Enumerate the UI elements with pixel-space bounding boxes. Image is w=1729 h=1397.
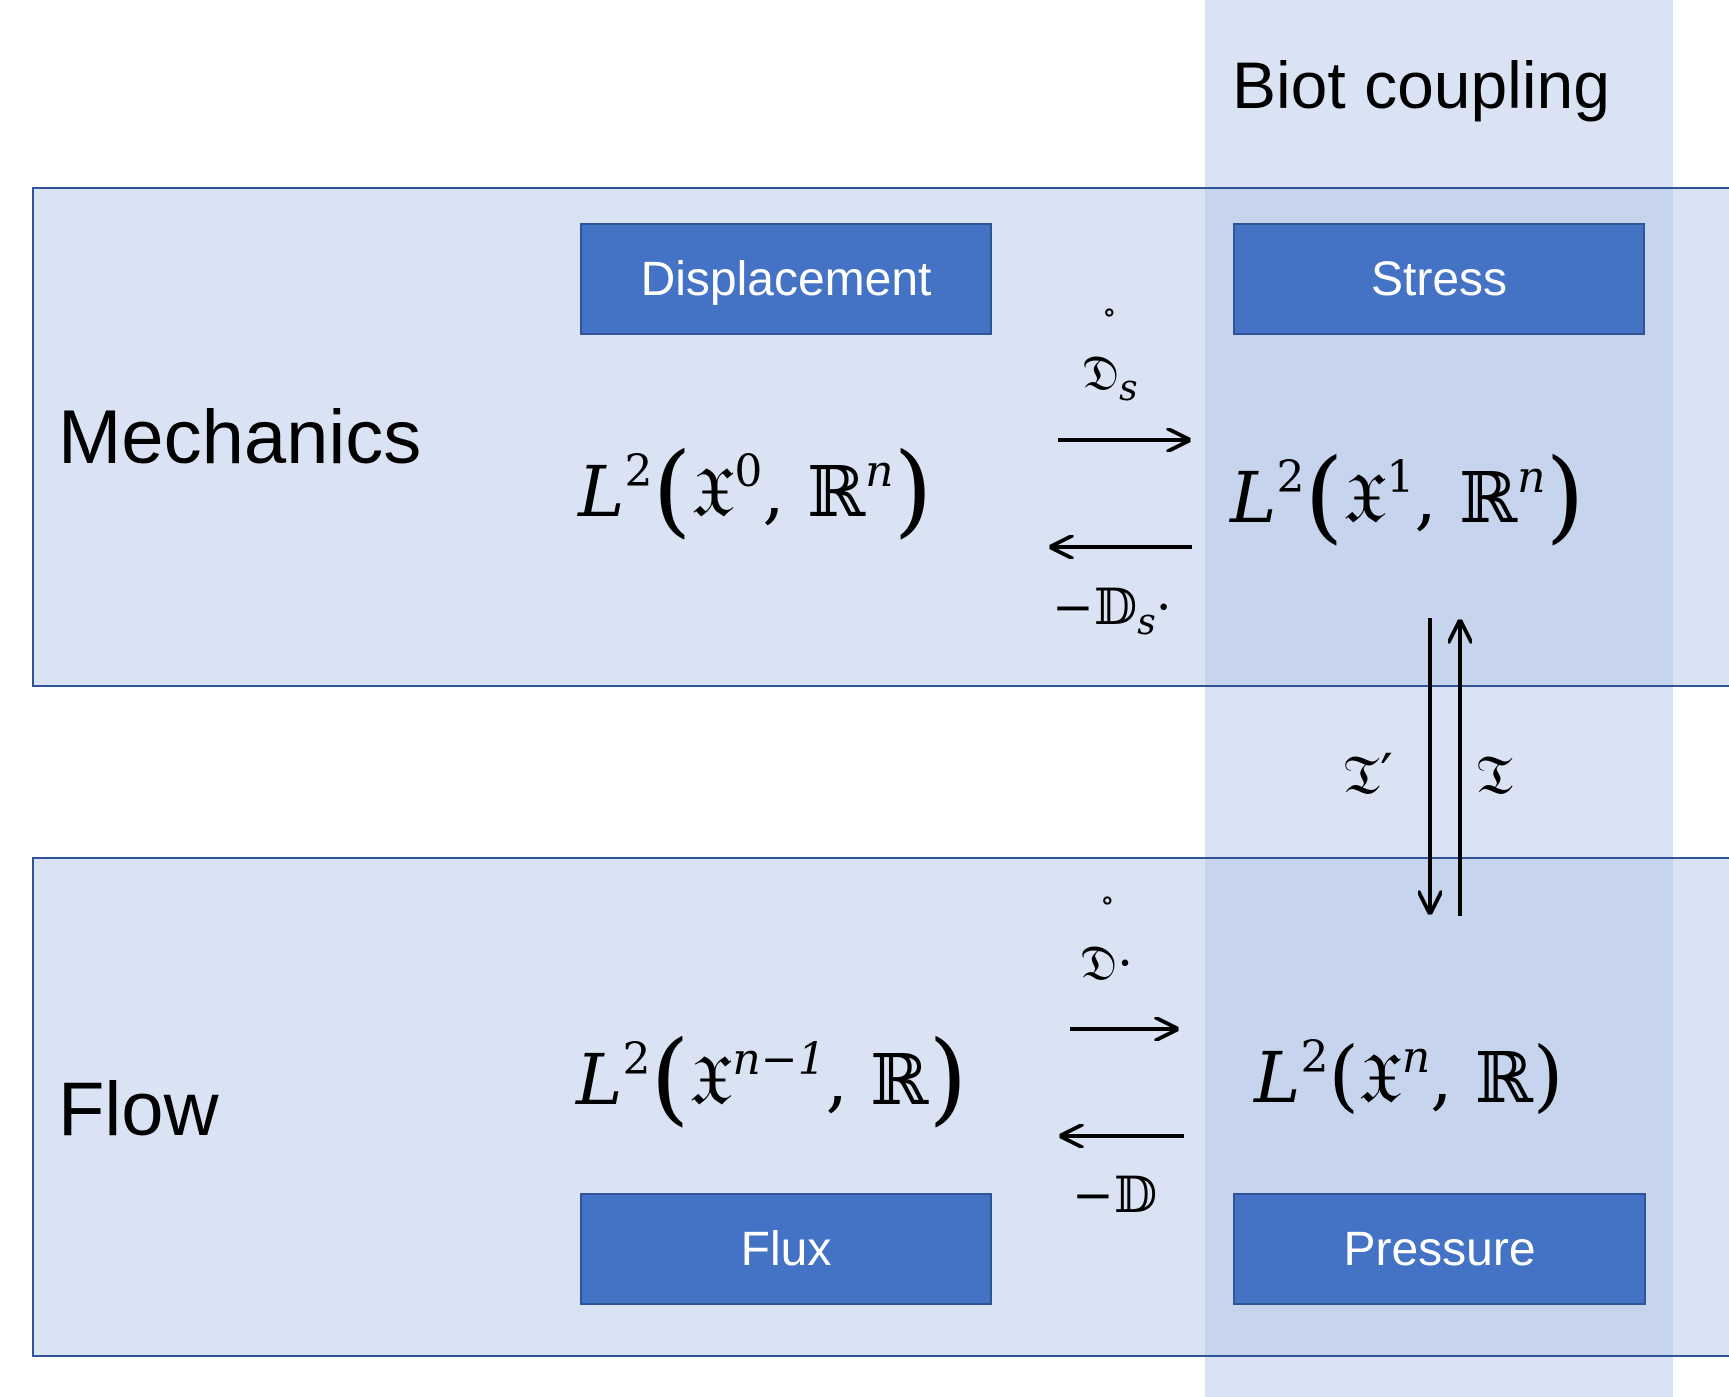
space-field: ℝ: [870, 1039, 929, 1121]
flow-backward-operator: −𝔻: [1072, 1166, 1158, 1224]
space-frak: 𝔛: [691, 451, 735, 533]
space-frak: 𝔛: [1343, 457, 1387, 539]
stress-space: L2(𝔛1, ℝn): [1230, 437, 1585, 554]
space-field: ℝ: [806, 451, 866, 533]
biot-coupling-title: Biot coupling: [1232, 48, 1610, 122]
operator-subscript: s: [1119, 368, 1138, 409]
space-field: ℝ: [1458, 457, 1518, 539]
space-exponent: 2: [624, 446, 653, 497]
coupling-down-operator: 𝔗′: [1343, 743, 1393, 808]
space-degree: 0: [734, 446, 763, 497]
mechanics-label: Mechanics: [58, 395, 422, 480]
space-degree: 1: [1386, 452, 1415, 503]
pressure-space: L2(𝔛n, ℝ): [1254, 1031, 1564, 1121]
stress-box: Stress: [1233, 223, 1645, 335]
flow-forward-operator: 𝔇·: [1080, 938, 1133, 988]
mech-forward-accent: ∘: [1102, 295, 1117, 330]
operator-symbol: 𝔇: [1080, 934, 1118, 992]
operator-dot: ·: [1155, 578, 1172, 636]
operator-symbol: 𝔇: [1082, 344, 1120, 402]
operator-symbol: −𝔻: [1052, 578, 1138, 636]
space-exponent: 2: [1276, 452, 1305, 503]
space-degree: n−1: [732, 1034, 826, 1085]
displacement-space: L2(𝔛0, ℝn): [578, 431, 933, 548]
space-base: L: [1230, 457, 1277, 539]
coupling-up-operator: 𝔗: [1476, 743, 1514, 808]
space-exponent: 2: [1300, 1032, 1329, 1083]
flow-label: Flow: [58, 1067, 219, 1152]
operator-dot: ·: [1117, 934, 1134, 992]
space-base: L: [578, 451, 625, 533]
space-base: L: [1254, 1037, 1301, 1119]
space-base: L: [576, 1039, 623, 1121]
pressure-box: Pressure: [1233, 1193, 1646, 1305]
flux-box: Flux: [580, 1193, 992, 1305]
mech-forward-operator: 𝔇s: [1082, 348, 1138, 407]
operator-subscript: s: [1137, 602, 1156, 643]
space-exponent: 2: [622, 1034, 651, 1085]
mech-backward-operator: −𝔻s·: [1052, 582, 1172, 641]
space-frak: 𝔛: [689, 1039, 733, 1121]
space-field-exponent: n: [1517, 452, 1546, 503]
space-degree: n: [1401, 1032, 1431, 1083]
space-field-exponent: n: [865, 446, 894, 497]
displacement-box: Displacement: [580, 223, 992, 335]
space-frak: 𝔛: [1358, 1037, 1402, 1119]
flow-forward-accent: ∘: [1100, 883, 1115, 918]
flux-space: L2(𝔛n−1, ℝ): [576, 1019, 968, 1136]
space-field: ℝ: [1474, 1037, 1533, 1119]
